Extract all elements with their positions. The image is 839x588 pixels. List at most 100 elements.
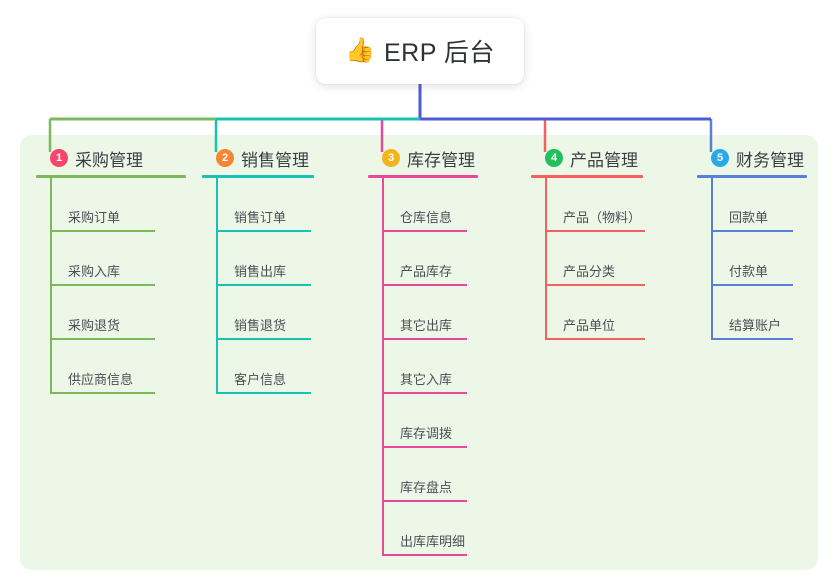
- column-header-3[interactable]: 3 库存管理: [368, 146, 478, 170]
- leaf-spine-2: [216, 178, 218, 394]
- leaf-item-label: 产品分类: [563, 264, 616, 279]
- column-badge-2: 2: [216, 149, 234, 167]
- leaf-item-underline: [382, 446, 467, 448]
- leaf-item[interactable]: 产品（物料）: [545, 178, 645, 232]
- leaf-item-label: 客户信息: [234, 372, 287, 387]
- leaf-item[interactable]: 销售退货: [216, 286, 314, 340]
- leaf-item[interactable]: 供应商信息: [50, 340, 186, 394]
- leaf-list-3: 仓库信息产品库存其它出库其它入库库存调拨库存盘点出库库明细: [382, 178, 478, 556]
- leaf-item[interactable]: 采购入库: [50, 232, 186, 286]
- leaf-item-underline: [216, 392, 311, 394]
- leaf-item[interactable]: 库存盘点: [382, 448, 478, 502]
- leaf-item[interactable]: 销售出库: [216, 232, 314, 286]
- leaf-item[interactable]: 采购订单: [50, 178, 186, 232]
- leaf-item-label: 供应商信息: [68, 372, 134, 387]
- leaf-item[interactable]: 其它出库: [382, 286, 478, 340]
- leaf-item-underline: [382, 338, 467, 340]
- leaf-item-underline: [382, 500, 467, 502]
- leaf-item-label: 采购入库: [68, 264, 121, 279]
- leaf-item[interactable]: 产品分类: [545, 232, 645, 286]
- leaf-item-label: 其它出库: [400, 318, 453, 333]
- leaf-item-label: 销售订单: [234, 210, 287, 225]
- column-underline-4: [531, 175, 643, 178]
- column-2: 2 销售管理销售订单销售出库销售退货客户信息: [202, 146, 314, 394]
- leaf-item-underline: [216, 338, 311, 340]
- leaf-item-label: 销售退货: [234, 318, 287, 333]
- leaf-item-underline: [216, 230, 311, 232]
- leaf-item[interactable]: 库存调拨: [382, 394, 478, 448]
- leaf-item-underline: [382, 284, 467, 286]
- leaf-list-1: 采购订单采购入库采购退货供应商信息: [50, 178, 186, 394]
- leaf-item[interactable]: 采购退货: [50, 286, 186, 340]
- column-underline-3: [368, 175, 478, 178]
- leaf-item-label: 其它入库: [400, 372, 453, 387]
- root-node[interactable]: 👍 ERP 后台: [316, 18, 524, 84]
- leaf-item-underline: [50, 392, 155, 394]
- column-title-1: 采购管理: [75, 150, 143, 170]
- leaf-item-label: 回款单: [729, 210, 769, 225]
- column-3: 3 库存管理仓库信息产品库存其它出库其它入库库存调拨库存盘点出库库明细: [368, 146, 478, 556]
- column-badge-3: 3: [382, 149, 400, 167]
- leaf-item[interactable]: 出库库明细: [382, 502, 478, 556]
- leaf-item-underline: [545, 230, 645, 232]
- leaf-item[interactable]: 产品单位: [545, 286, 645, 340]
- column-5: 5 财务管理回款单付款单结算账户: [697, 146, 807, 340]
- leaf-item-underline: [711, 230, 793, 232]
- column-underline-5: [697, 175, 807, 178]
- leaf-item-underline: [50, 230, 155, 232]
- column-header-1[interactable]: 1 采购管理: [36, 146, 186, 170]
- leaf-list-5: 回款单付款单结算账户: [711, 178, 807, 340]
- leaf-item-label: 库存调拨: [400, 426, 453, 441]
- column-header-5[interactable]: 5 财务管理: [697, 146, 807, 170]
- leaf-list-4: 产品（物料） 产品分类产品单位: [545, 178, 645, 340]
- diagram-background-panel: [20, 135, 818, 570]
- column-title-3: 库存管理: [407, 150, 475, 170]
- leaf-item-label: 付款单: [729, 264, 769, 279]
- leaf-item[interactable]: 仓库信息: [382, 178, 478, 232]
- leaf-item-underline: [711, 284, 793, 286]
- leaf-item[interactable]: 回款单: [711, 178, 807, 232]
- leaf-item[interactable]: 其它入库: [382, 340, 478, 394]
- column-title-5: 财务管理: [736, 150, 804, 170]
- leaf-item-label: 销售出库: [234, 264, 287, 279]
- column-4: 4 产品管理产品（物料） 产品分类产品单位: [531, 146, 645, 340]
- leaf-spine-3: [382, 178, 384, 556]
- column-title-4: 产品管理: [570, 150, 638, 170]
- leaf-item[interactable]: 销售订单: [216, 178, 314, 232]
- leaf-item-label: 结算账户: [729, 318, 782, 333]
- column-title-2: 销售管理: [241, 150, 309, 170]
- column-header-4[interactable]: 4 产品管理: [531, 146, 643, 170]
- leaf-spine-5: [711, 178, 713, 340]
- leaf-item-underline: [545, 338, 645, 340]
- column-header-2[interactable]: 2 销售管理: [202, 146, 314, 170]
- leaf-item-underline: [216, 284, 311, 286]
- column-badge-5: 5: [711, 149, 729, 167]
- leaf-item[interactable]: 付款单: [711, 232, 807, 286]
- leaf-spine-4: [545, 178, 547, 340]
- root-node-title: ERP 后台: [383, 39, 495, 67]
- leaf-item-label: 产品（物料）: [563, 210, 642, 225]
- leaf-item-underline: [382, 554, 467, 556]
- leaf-item[interactable]: 结算账户: [711, 286, 807, 340]
- leaf-item-underline: [711, 338, 793, 340]
- leaf-item-label: 仓库信息: [400, 210, 453, 225]
- column-1: 1 采购管理采购订单采购入库采购退货供应商信息: [36, 146, 186, 394]
- leaf-item-label: 采购退货: [68, 318, 121, 333]
- column-badge-4: 4: [545, 149, 563, 167]
- leaf-item-label: 出库库明细: [400, 534, 466, 549]
- leaf-item-underline: [382, 392, 467, 394]
- leaf-spine-1: [50, 178, 52, 394]
- leaf-item-underline: [50, 338, 155, 340]
- column-underline-1: [36, 175, 186, 178]
- leaf-item-label: 库存盘点: [400, 480, 453, 495]
- leaf-item-label: 产品库存: [400, 264, 453, 279]
- leaf-item[interactable]: 产品库存: [382, 232, 478, 286]
- leaf-item-label: 采购订单: [68, 210, 121, 225]
- column-underline-2: [202, 175, 314, 178]
- column-badge-1: 1: [50, 149, 68, 167]
- root-node-content: 👍 ERP 后台: [345, 33, 495, 69]
- leaf-item-underline: [382, 230, 467, 232]
- leaf-item[interactable]: 客户信息: [216, 340, 314, 394]
- leaf-item-underline: [545, 284, 645, 286]
